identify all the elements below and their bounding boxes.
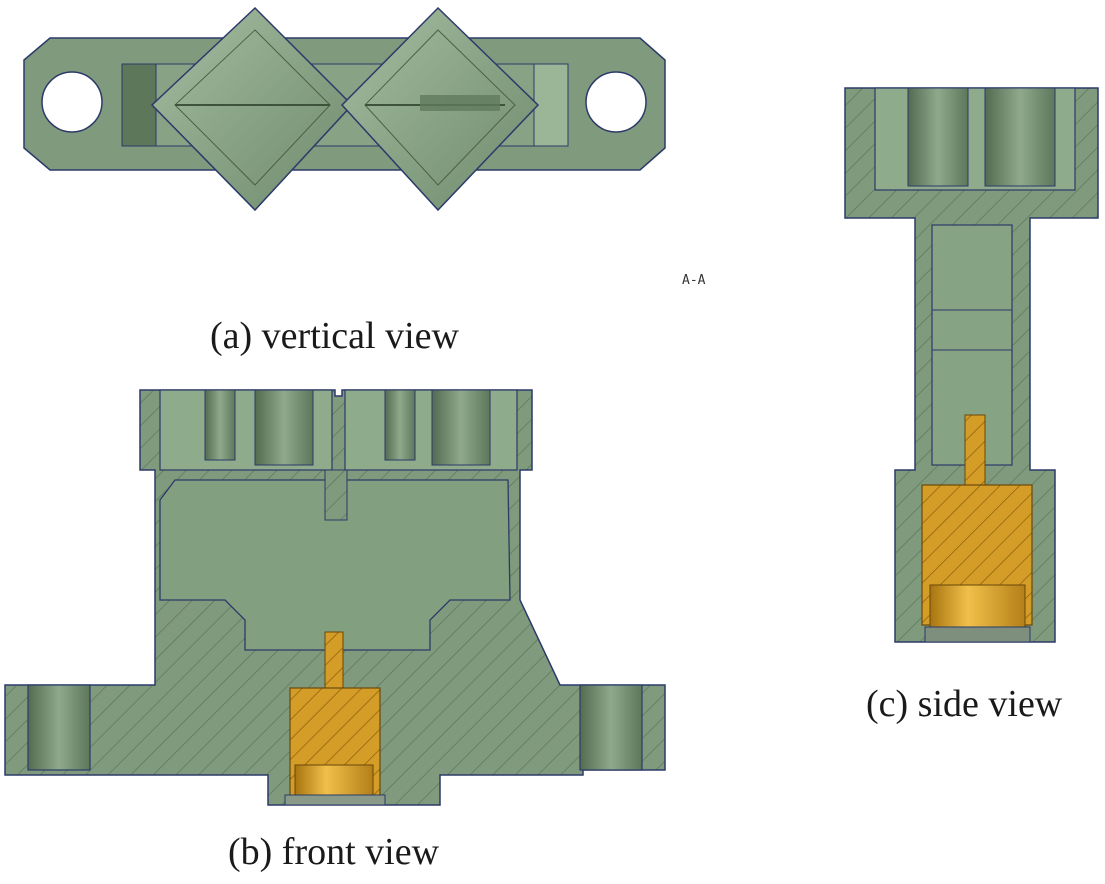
front-slot-4 [431,389,491,466]
left-mounting-hole [41,71,103,133]
side-view [844,87,1099,643]
right-mounting-hole [585,71,647,133]
caption-front-view: (b) front view [228,831,440,873]
front-center-notch [324,469,348,521]
section-label: A-A [682,273,706,288]
right-slot [533,63,569,147]
side-slot-right [984,87,1056,187]
front-slot-1 [204,389,236,461]
right-diamond-cap [340,6,540,212]
caption-side-view: (c) side view [866,683,1063,725]
side-slot-left [907,87,969,187]
front-right-ear-hole [579,684,643,771]
front-socket-right [344,389,518,471]
front-slot-2 [254,389,314,466]
side-brass-sensor [921,414,1033,643]
front-brass-sensor [284,631,386,806]
caption-vertical-view: (a) vertical view [210,315,459,357]
front-view [4,389,666,806]
front-slot-3 [384,389,416,461]
left-diamond-cap [150,6,354,212]
vertical-view [23,6,666,212]
front-left-ear-hole [27,684,91,771]
left-slot [121,63,157,147]
